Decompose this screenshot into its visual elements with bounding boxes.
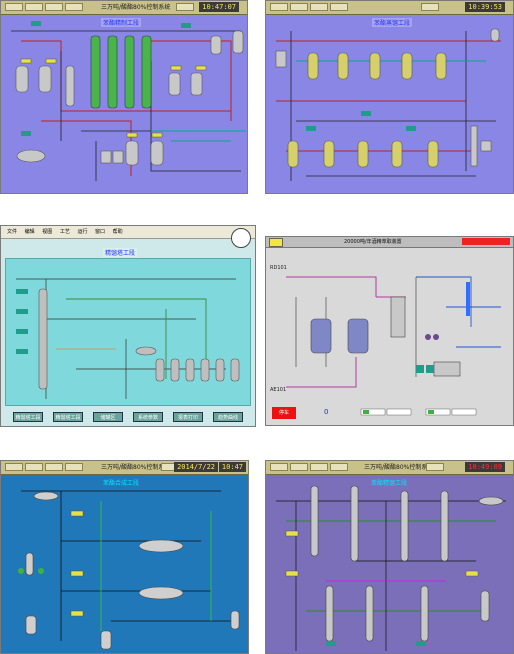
analog-clock — [231, 228, 251, 248]
nav-button[interactable]: 精馏塔工段 — [53, 412, 83, 422]
panel-header: 三万吨/酸酯80%控制系统 10:49:09 — [266, 461, 513, 475]
nav-button[interactable] — [65, 3, 83, 11]
nav-button[interactable] — [310, 463, 328, 471]
panel-rectification: 三万吨/酸酯80%控制系统 10:49:09 苯酯精馏工段 — [265, 460, 514, 654]
window-title: 三万吨/酸酯80%控制系统 — [101, 4, 171, 11]
process-diagram — [16, 278, 240, 399]
panel-synthesis: 三万吨/酸酯80%控制系统 2014/7/22 10:47 苯酯合成工段 — [0, 460, 249, 654]
menu-item[interactable]: 编辑 — [24, 229, 35, 235]
panel-header: 20000吨/年酒精萃取装置 — [266, 237, 513, 248]
screen-subtitle: 苯酯精制工段 — [101, 18, 142, 27]
clock-readout: 10:49:09 — [465, 462, 505, 472]
process-diagram — [275, 28, 501, 181]
value-readout: 0 — [324, 408, 329, 416]
line-label: RD101 — [270, 265, 287, 271]
process-diagram — [18, 490, 240, 650]
nav-button[interactable] — [25, 463, 43, 471]
process-diagram — [11, 21, 246, 181]
process-diagram — [276, 485, 506, 651]
window-title: 三万吨/酸酯80%控制系统 — [101, 464, 171, 471]
diagram-area — [5, 258, 251, 406]
nav-button[interactable] — [5, 463, 23, 471]
panel-header: 三万吨/酸酯80%控制系统 2014/7/22 10:47 — [1, 461, 248, 475]
nav-button[interactable] — [5, 3, 23, 11]
panel-header: 10:39:53 — [266, 1, 513, 15]
menu-bar: 文件 编辑 视图 工艺 运行 窗口 帮助 — [1, 226, 255, 239]
screen-subtitle: 苯酯精馏工段 — [371, 480, 408, 487]
process-diagram — [286, 276, 501, 416]
menu-item[interactable]: 文件 — [7, 229, 18, 235]
nav-button[interactable] — [65, 463, 83, 471]
nav-button[interactable] — [45, 463, 63, 471]
date-readout: 2014/7/22 — [174, 462, 218, 472]
menu-item[interactable]: 帮助 — [112, 229, 123, 235]
nav-button[interactable] — [310, 3, 328, 11]
nav-button[interactable] — [269, 238, 283, 247]
nav-button[interactable] — [421, 3, 439, 11]
panel-rectifier: 文件 编辑 视图 工艺 运行 窗口 帮助 精馏塔工段 精馏塔工段 精馏塔工段 储… — [0, 225, 256, 427]
nav-button[interactable]: 趋势曲线 — [213, 412, 243, 422]
menu-item[interactable]: 窗口 — [95, 229, 106, 235]
nav-button[interactable] — [426, 463, 444, 471]
nav-button[interactable] — [330, 463, 348, 471]
clock-readout: 10:47 — [218, 462, 246, 472]
screen-subtitle: 精馏塔工段 — [103, 248, 138, 257]
nav-button[interactable]: 报表打印 — [173, 412, 203, 422]
nav-button[interactable] — [176, 3, 194, 11]
panel-extraction: 20000吨/年酒精萃取装置 RD101 AE101 停车 0 — [265, 236, 514, 426]
nav-button[interactable] — [270, 463, 288, 471]
nav-button[interactable]: 精馏塔工段 — [13, 412, 43, 422]
nav-button[interactable] — [270, 3, 288, 11]
panel-distillation: 10:39:53 苯酯蒸馏工段 — [265, 0, 514, 194]
window-title: 三万吨/酸酯80%控制系统 — [364, 464, 434, 471]
clock-readout: 10:39:53 — [465, 2, 505, 12]
panel-title: 20000吨/年酒精萃取装置 — [344, 239, 402, 245]
clock-readout: 10:47:07 — [199, 2, 239, 12]
menu-item[interactable]: 工艺 — [59, 229, 70, 235]
menu-item[interactable]: 视图 — [42, 229, 53, 235]
nav-button[interactable] — [290, 3, 308, 11]
nav-button[interactable]: 系统参数 — [133, 412, 163, 422]
nav-button[interactable] — [330, 3, 348, 11]
line-label: AE101 — [270, 387, 287, 393]
panel-header: 三万吨/酸酯80%控制系统 10:47:07 — [1, 1, 247, 15]
nav-button[interactable] — [290, 463, 308, 471]
screen-subtitle: 苯酯合成工段 — [103, 480, 140, 487]
nav-button[interactable] — [25, 3, 43, 11]
stop-button[interactable]: 停车 — [272, 407, 296, 419]
alarm-banner — [462, 238, 510, 245]
menu-item[interactable]: 运行 — [77, 229, 88, 235]
nav-button[interactable] — [45, 3, 63, 11]
nav-button[interactable]: 储罐区 — [93, 412, 123, 422]
screen-subtitle: 苯酯蒸馏工段 — [372, 18, 413, 27]
panel-purification: 三万吨/酸酯80%控制系统 10:47:07 苯酯精制工段 — [0, 0, 248, 194]
